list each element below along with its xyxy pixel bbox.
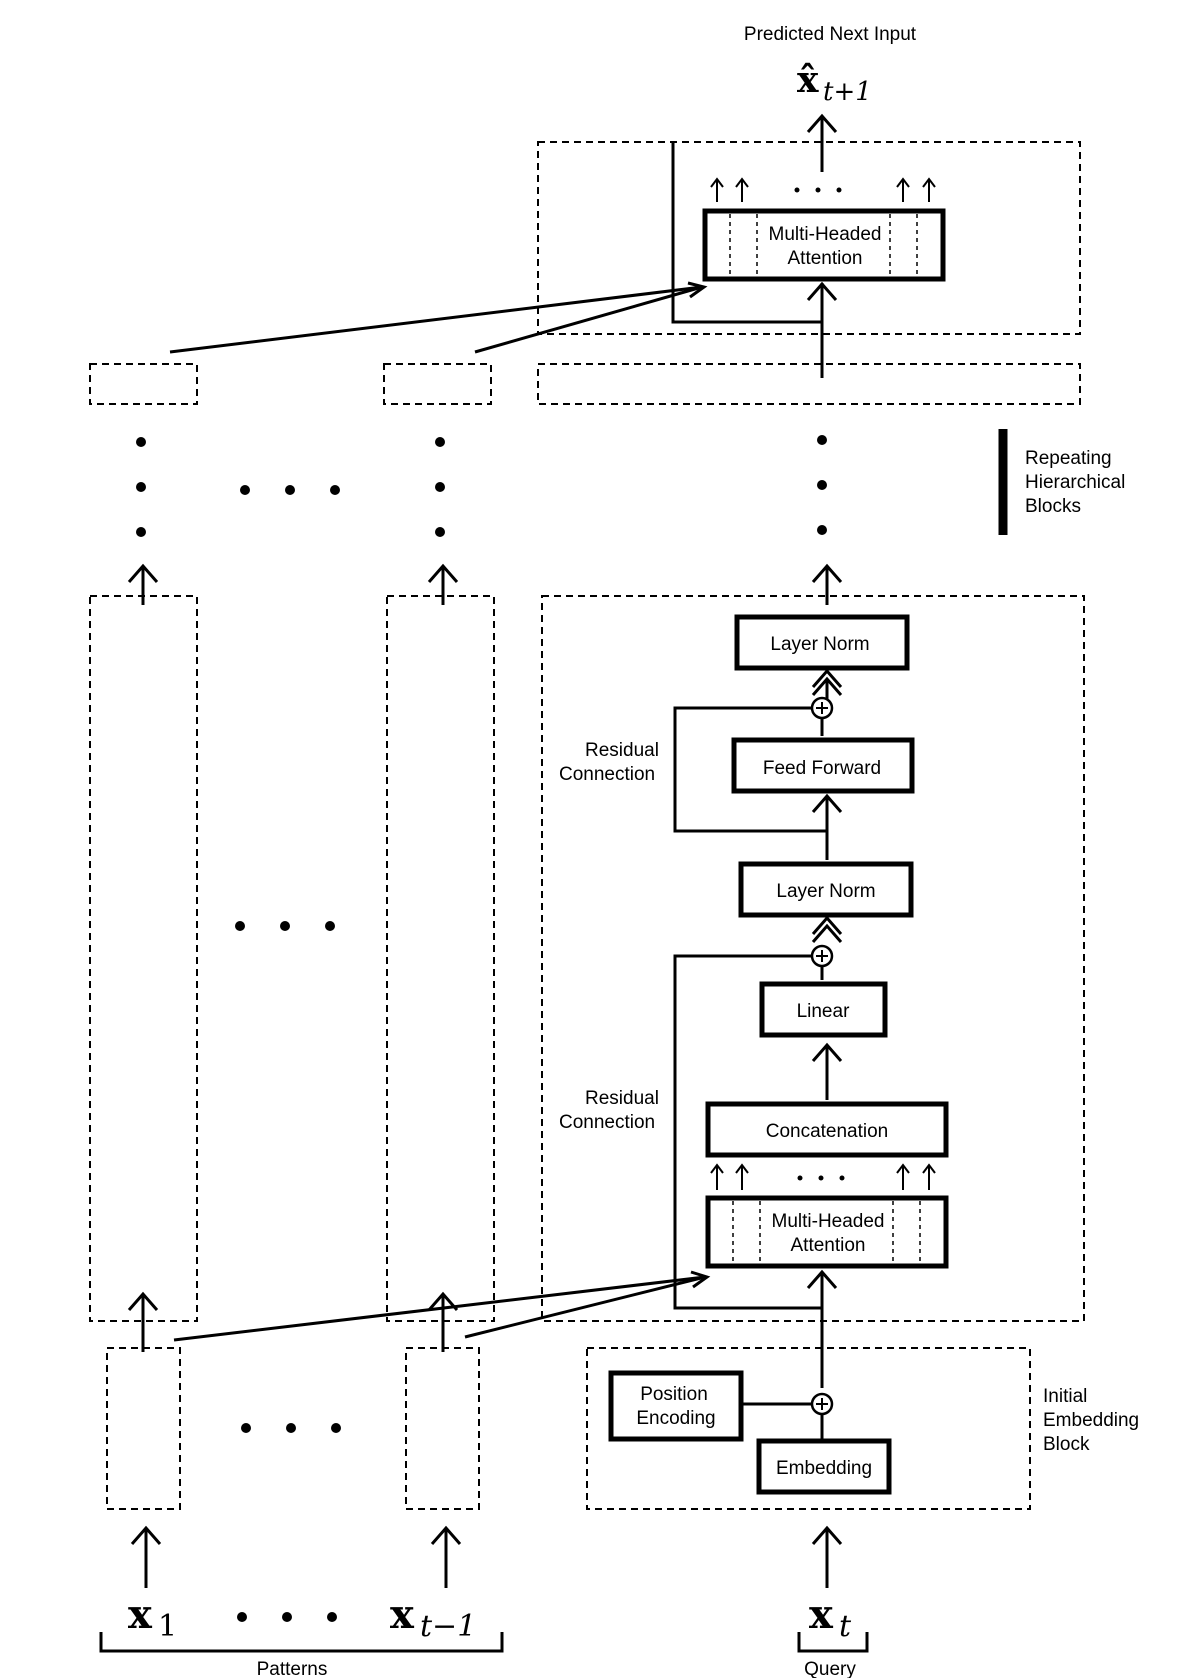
query-top-block <box>537 363 1081 405</box>
query-label: Query <box>804 1659 856 1678</box>
top-head-arrows <box>710 177 936 202</box>
residual-label-bottom-1: Residual <box>585 1088 659 1109</box>
predicted-next-input-label: Predicted Next Input <box>744 24 917 45</box>
middle-horizontal-dots <box>235 921 335 931</box>
linear-box: Linear <box>759 981 888 1038</box>
concatenation-label: Concatenation <box>766 1121 889 1142</box>
repeating-label-2: Hierarchical <box>1025 472 1125 493</box>
svg-text:x: x <box>128 1591 153 1638</box>
pattern-t1-embedding-block <box>405 1347 480 1510</box>
top-attention-block <box>537 141 1081 335</box>
top-query-path <box>671 142 838 378</box>
layer-norm-bottom-box: Layer Norm <box>738 861 914 918</box>
input-xt: x t <box>809 1591 852 1644</box>
top-multi-headed-attention-box: Multi-Headed Attention <box>702 208 946 282</box>
layer-norm-top-box: Layer Norm <box>734 614 910 671</box>
bottom-query-path <box>806 1269 838 1388</box>
pattern-t1-main-block <box>386 595 495 1322</box>
input-arrows <box>130 1525 843 1588</box>
input-x1: x 1 <box>128 1591 177 1644</box>
embedding-horizontal-dots <box>241 1423 341 1433</box>
patterns-bracket <box>99 1632 504 1653</box>
top-mha-line1: Multi-Headed <box>769 224 882 245</box>
query-embedding-block <box>586 1347 1031 1510</box>
predicted-output-symbol: x̂ t+1 <box>797 59 872 107</box>
repeating-label-3: Blocks <box>1025 496 1081 517</box>
pattern-t1-top-block <box>383 363 492 405</box>
repeating-label-1: Repeating <box>1025 448 1112 469</box>
linear-label: Linear <box>797 1001 850 1022</box>
query-main-block <box>541 595 1085 1322</box>
arrow-into-feed-forward <box>811 793 843 860</box>
output-arrow <box>806 113 838 172</box>
pattern-arrows-into-main-block <box>127 1291 459 1352</box>
svg-text:x: x <box>390 1591 415 1638</box>
pattern-1-main-block <box>89 595 198 1322</box>
query-bracket <box>797 1632 869 1653</box>
pattern-1-embedding-block <box>106 1347 181 1510</box>
x-hat-base: x̂ <box>797 59 819 101</box>
layer-norm-bottom-label: Layer Norm <box>776 881 875 902</box>
feed-forward-box: Feed Forward <box>731 718 915 794</box>
input-xt-minus-1: x t−1 <box>390 1591 476 1644</box>
embedding-plus-node <box>810 1392 834 1416</box>
embedding-label: Embedding <box>776 1458 872 1479</box>
input-dots <box>237 1612 337 1622</box>
position-encoding-box: Position Encoding <box>608 1370 744 1442</box>
position-encoding-line2: Encoding <box>636 1408 715 1429</box>
embedding-box: Embedding <box>756 1438 892 1495</box>
residual-connection-attention <box>673 915 843 1310</box>
residual-connection-feed-forward <box>673 668 843 833</box>
bottom-key-value-lines <box>173 1270 711 1342</box>
svg-text:1: 1 <box>158 1609 177 1644</box>
bottom-mha-line2: Attention <box>791 1235 866 1256</box>
top-key-value-lines <box>169 281 708 354</box>
feed-forward-label: Feed Forward <box>763 758 881 779</box>
residual-label-bottom-2: Connection <box>559 1112 655 1133</box>
position-encoding-line1: Position <box>640 1384 708 1405</box>
x-hat-subscript: t+1 <box>823 77 872 107</box>
initial-embedding-label-3: Block <box>1043 1434 1090 1455</box>
vertical-ellipsis-dots <box>136 435 827 537</box>
svg-text:t: t <box>839 1609 852 1644</box>
pattern-1-top-block <box>89 363 198 405</box>
patterns-label: Patterns <box>257 1659 328 1678</box>
residual-label-top-2: Connection <box>559 764 655 785</box>
initial-embedding-label-2: Embedding <box>1043 1410 1139 1431</box>
bottom-head-arrows <box>710 1163 936 1190</box>
top-mha-line2: Attention <box>788 248 863 269</box>
concatenation-box: Concatenation <box>705 1101 949 1158</box>
initial-embedding-label-1: Initial <box>1043 1386 1087 1407</box>
svg-text:x: x <box>809 1591 834 1638</box>
arrow-into-linear <box>811 1042 843 1100</box>
svg-text:t−1: t−1 <box>420 1609 476 1644</box>
bottom-multi-headed-attention-box: Multi-Headed Attention <box>705 1195 949 1269</box>
layer-norm-top-label: Layer Norm <box>770 634 869 655</box>
block-output-arrows <box>127 563 843 605</box>
residual-label-top-1: Residual <box>585 740 659 761</box>
bottom-mha-line1: Multi-Headed <box>772 1211 885 1232</box>
